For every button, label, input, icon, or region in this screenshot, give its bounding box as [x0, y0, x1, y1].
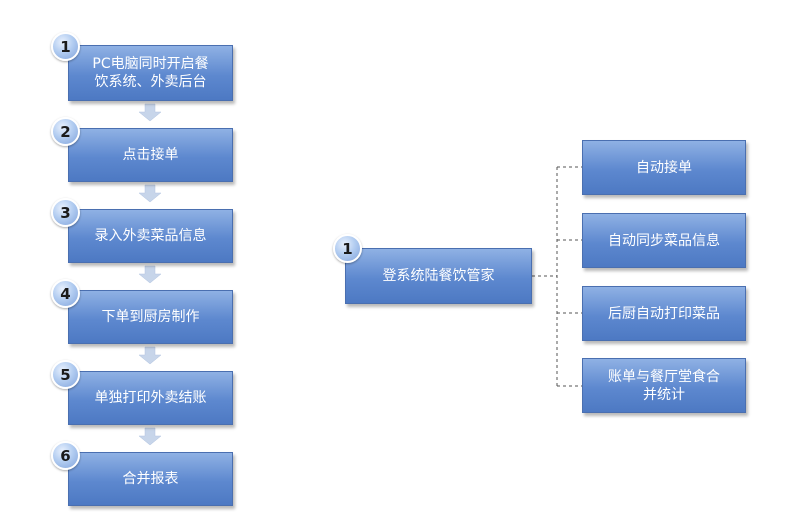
branch-label-line: 账单与餐厅堂食合	[608, 368, 720, 385]
step-box-4: 下单到厨房制作	[68, 290, 233, 344]
step-box-2: 点击接单	[68, 128, 233, 182]
branch-label: 后厨自动打印菜品	[608, 305, 720, 322]
step-box-1: PC电脑同时开启餐 饮系统、外卖后台	[68, 45, 233, 101]
branch-box-4: 账单与餐厅堂食合 并统计	[582, 358, 746, 413]
step-label: 下单到厨房制作	[101, 309, 200, 325]
step-box-3: 录入外卖菜品信息	[68, 209, 233, 263]
branch-box-3: 后厨自动打印菜品	[582, 286, 746, 341]
center-label: 登系统陆餐饮管家	[382, 268, 495, 284]
step-number-badge: 1	[51, 32, 80, 61]
step-number-badge: 5	[51, 360, 80, 389]
step-label: 合并报表	[122, 471, 179, 487]
step-label: 点击接单	[122, 147, 179, 163]
step-label-line: 饮系统、外卖后台	[94, 74, 207, 90]
step-box-5: 单独打印外卖结账	[68, 371, 233, 425]
step-number-badge: 3	[51, 198, 80, 227]
step-number-badge: 4	[51, 279, 80, 308]
step-number-badge: 2	[51, 117, 80, 146]
step-label: 录入外卖菜品信息	[94, 228, 207, 244]
branch-label-line: 并统计	[643, 386, 685, 403]
down-arrow-icon	[138, 103, 162, 122]
center-box: 登系统陆餐饮管家	[345, 248, 532, 304]
down-arrow-icon	[138, 427, 162, 446]
down-arrow-icon	[138, 265, 162, 284]
step-number-badge: 6	[51, 441, 80, 470]
branch-label: 自动同步菜品信息	[608, 232, 720, 249]
branch-box-2: 自动同步菜品信息	[582, 213, 746, 268]
step-label-line: PC电脑同时开启餐	[92, 56, 209, 72]
branch-label: 自动接单	[636, 159, 692, 176]
center-number-badge: 1	[333, 234, 362, 263]
step-label: 单独打印外卖结账	[94, 390, 207, 406]
step-box-6: 合并报表	[68, 452, 233, 506]
down-arrow-icon	[138, 184, 162, 203]
down-arrow-icon	[138, 346, 162, 365]
branch-box-1: 自动接单	[582, 140, 746, 195]
